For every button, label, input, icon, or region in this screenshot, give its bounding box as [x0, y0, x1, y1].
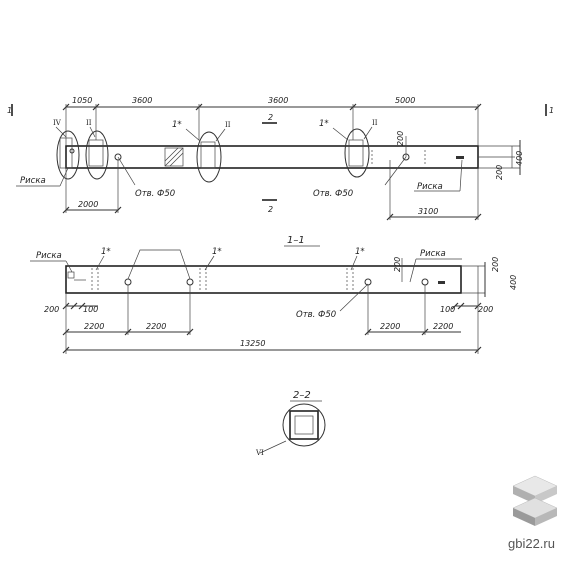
section-dim-200-left: 200 — [44, 305, 59, 314]
section-2-2-circle — [282, 403, 326, 447]
plan-hole-right-label: Отв. Ф50 — [313, 189, 353, 199]
section-dim-200-right: 200 — [491, 257, 500, 272]
plan-node-4 — [344, 128, 370, 178]
section-dim-2200-r1: 2200 — [380, 322, 400, 331]
plan-dim-2000: 2000 — [78, 200, 98, 209]
section-item-1-a: 1* — [101, 247, 111, 257]
section-2-2-roman: VI — [255, 449, 264, 457]
section-2-2-square — [289, 410, 319, 440]
plan-dim-200-right: 200 — [495, 165, 504, 180]
plan-dim-3600-b: 3600 — [268, 96, 288, 105]
section-dim-100-left: 100 — [83, 305, 98, 314]
section-dim-2200-l2: 2200 — [146, 322, 166, 331]
plan-roman-2-c: II — [372, 119, 378, 127]
plan-roman-2-a: II — [86, 119, 92, 127]
section-dim-13250: 13250 — [240, 339, 265, 348]
plan-dim-5000: 5000 — [395, 96, 415, 105]
plan-dim-3600-a: 3600 — [132, 96, 152, 105]
plan-item-1-b: 1* — [319, 119, 329, 129]
plan-ryska-left-label: Риска — [20, 176, 46, 186]
plan-roman-4: IV — [53, 119, 62, 127]
plan-marker-1-left: 1 — [7, 106, 12, 115]
plan-marker-2-bottom: 2 — [268, 205, 273, 214]
section-2-2-title: 2–2 — [293, 390, 311, 401]
section-item-1-b: 1* — [212, 247, 222, 257]
plan-hole-left-label: Отв. Ф50 — [135, 189, 175, 199]
site-watermark[interactable]: gbi22.ru — [508, 536, 555, 551]
plan-node-3 — [196, 131, 222, 183]
plan-marker-1-right: 1 — [549, 106, 554, 115]
plan-view: 1050 3600 3600 5000 1 1 2 2 IV II 1* II — [7, 96, 554, 221]
section-1-1-beam — [65, 265, 462, 294]
plan-node-2 — [85, 130, 109, 180]
section-1-1: 1–1 Риска 1* 1* 1* Риска — [30, 235, 518, 354]
section-2-2: 2–2 VI — [255, 390, 326, 457]
plan-dim-3100: 3100 — [418, 207, 438, 216]
section-hole-label: Отв. Ф50 — [296, 310, 336, 320]
section-item-1-c: 1* — [355, 247, 365, 257]
section-1-1-title: 1–1 — [287, 235, 305, 246]
plan-item-1-a: 1* — [172, 120, 182, 130]
plan-dim-200-top: 200 — [396, 131, 405, 146]
plan-node-left — [56, 130, 80, 180]
section-dim-200-mid: 200 — [393, 257, 402, 272]
plan-dim-1050: 1050 — [72, 96, 92, 105]
plan-roman-2-b: II — [225, 121, 231, 129]
section-dim-100-right: 100 — [440, 305, 455, 314]
section-ryska-right-label: Риска — [420, 249, 446, 259]
section-dim-2200-r2: 2200 — [433, 322, 453, 331]
section-dim-2200-l1: 2200 — [84, 322, 104, 331]
plan-ryska-right-label: Риска — [417, 182, 443, 192]
plan-marker-2-top: 2 — [268, 113, 273, 122]
section-dim-400-right: 400 — [509, 275, 518, 290]
section-ryska-left-label: Риска — [36, 251, 62, 261]
section-dim-200-right-bottom: 200 — [478, 305, 493, 314]
plan-beam-outline — [65, 145, 479, 169]
logo-icon — [512, 475, 558, 526]
plan-dim-400: 400 — [515, 151, 524, 166]
